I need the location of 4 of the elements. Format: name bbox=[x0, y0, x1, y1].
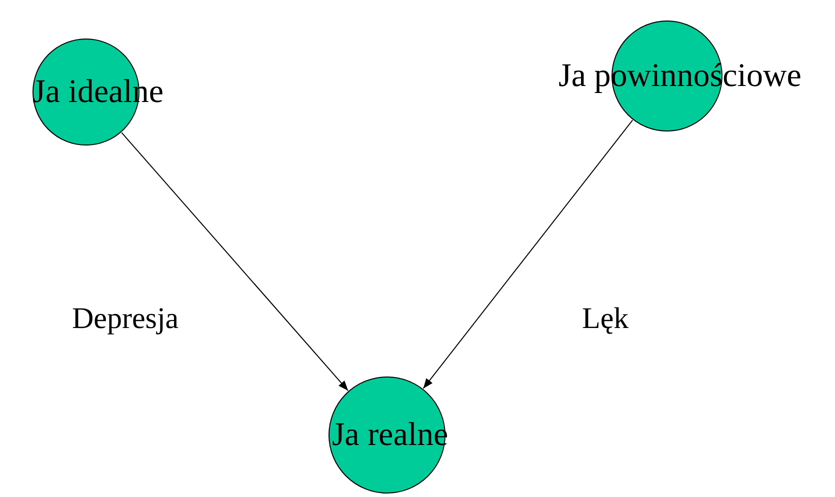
arrow bbox=[422, 120, 634, 389]
edge-label: Depresja bbox=[72, 304, 179, 334]
arrow bbox=[121, 132, 349, 392]
edge-label: Lęk bbox=[582, 304, 629, 334]
